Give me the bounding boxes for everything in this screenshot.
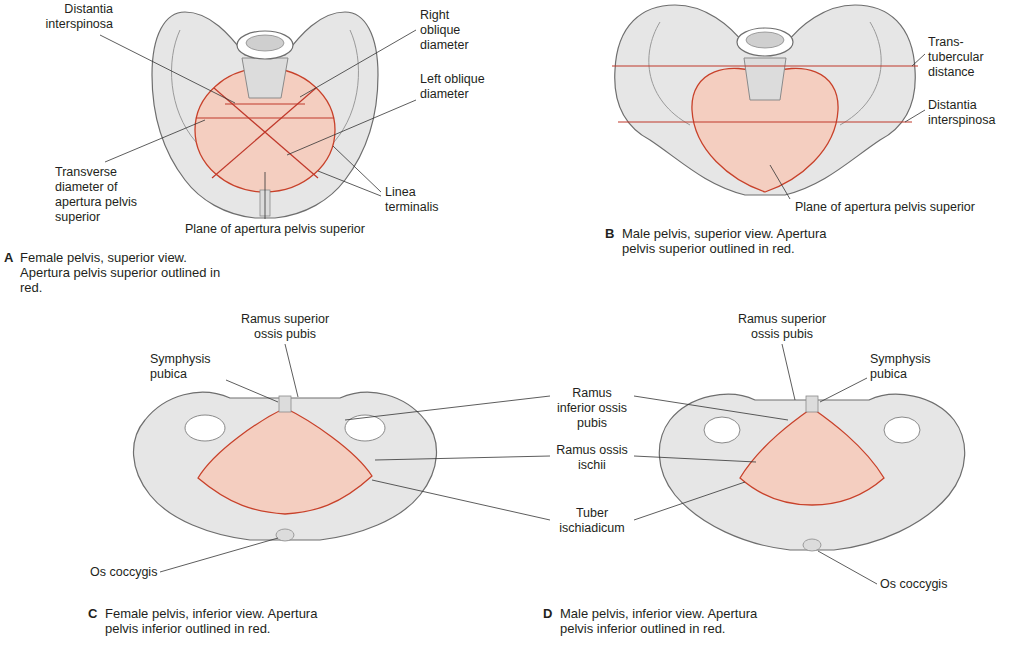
leader-line-part: [770, 165, 790, 199]
part-label: Plane of apertura pelvis superior: [795, 200, 1005, 215]
panel-caption: Male pelvis, superior view. Apertura pel…: [622, 226, 842, 256]
female-pelvis-superior-part: [214, 88, 318, 178]
panel-letter: C: [88, 606, 97, 621]
male-pelvis-inferior-part: [803, 539, 821, 551]
panel-caption: Female pelvis, inferior view. Apertura p…: [105, 606, 320, 636]
male-pelvis-superior: [612, 5, 918, 195]
leader-line-part: [265, 172, 266, 219]
part-label: Ramus inferior ossis pubis: [556, 386, 628, 431]
part-label: Ramus superior ossis pubis: [737, 312, 827, 342]
male-pelvis-inferior: [659, 394, 964, 551]
female-pelvis-inferior-part: [198, 408, 372, 514]
part-label: Ramus ossis ischii: [556, 443, 628, 473]
leader-line-part: [287, 100, 416, 155]
male-pelvis-superior-part: [649, 22, 690, 125]
part-label: Transverse diameter of apertura pelvis s…: [55, 165, 150, 225]
female-pelvis-superior-part: [246, 35, 284, 51]
male-pelvis-superior-part: [744, 58, 786, 100]
male-pelvis-inferior-part: [659, 394, 964, 550]
part-label: Left oblique diameter: [420, 72, 490, 102]
leader-line-part: [285, 344, 298, 397]
male-pelvis-inferior-part: [740, 408, 884, 505]
leader-line-part: [372, 480, 550, 520]
female-pelvis-superior: [152, 12, 378, 218]
leader-line-part: [318, 171, 381, 196]
part-label: Distantia interspinosa: [28, 2, 113, 32]
leader-line-part: [345, 396, 550, 420]
leader-line-part: [634, 482, 745, 520]
male-pelvis-inferior-part: [884, 417, 920, 443]
leader-line: [160, 344, 877, 584]
leader-line-part: [160, 538, 278, 572]
part-label: Ramus superior ossis pubis: [240, 312, 330, 342]
leader-line: [100, 30, 416, 219]
panel-letter: B: [605, 226, 614, 241]
male-pelvis-superior-part: [612, 65, 918, 66]
leader-line-part: [300, 30, 416, 97]
female-pelvis-superior-part: [242, 58, 288, 98]
leader-line-part: [818, 551, 877, 584]
female-pelvis-superior-part: [237, 31, 293, 59]
female-pelvis-superior-part: [225, 103, 305, 104]
female-pelvis-superior-part: [152, 12, 378, 218]
part-label: Right oblique diameter: [420, 8, 490, 53]
male-pelvis-superior-part: [615, 5, 916, 195]
female-pelvis-inferior-part: [276, 529, 294, 541]
male-pelvis-superior-part: [746, 32, 784, 48]
leader-line-part: [226, 380, 278, 402]
female-pelvis-inferior-part: [185, 415, 225, 441]
male-pelvis-superior-part: [618, 121, 912, 122]
part-label: Symphysis pubica: [150, 352, 230, 382]
female-pelvis-inferior-part: [279, 396, 291, 412]
female-pelvis-superior-part: [212, 88, 316, 178]
leader-line-part: [333, 146, 381, 192]
panel-letter: A: [4, 250, 13, 265]
leader-line-part: [634, 396, 788, 420]
leader-line-part: [820, 378, 867, 402]
leader-line-part: [100, 35, 235, 103]
leader-line-part: [105, 120, 205, 162]
part-label: Symphysis pubica: [870, 352, 950, 382]
leader-line-part: [375, 456, 550, 460]
male-pelvis-inferior-part: [806, 396, 818, 412]
part-label: Tuber ischiadicum: [556, 506, 628, 536]
part-label: Distantia interspinosa: [928, 98, 1006, 128]
panel-letter: D: [543, 606, 552, 621]
male-pelvis-inferior-part: [704, 417, 740, 443]
part-label: Os coccygis: [880, 577, 970, 592]
leader-line-part: [782, 344, 795, 400]
part-label: Os coccygis: [90, 565, 180, 580]
female-pelvis-superior-part: [334, 30, 358, 142]
leader-line-part: [912, 54, 925, 66]
female-pelvis-superior-part: [196, 117, 334, 118]
part-label: Linea terminalis: [385, 185, 457, 215]
male-pelvis-superior-part: [840, 22, 881, 125]
leader-line-part: [905, 110, 925, 122]
panel-caption: Male pelvis, inferior view. Apertura pel…: [560, 606, 785, 636]
leader-line-part: [634, 456, 756, 462]
leader-line: [770, 54, 925, 199]
male-pelvis-superior-part: [737, 28, 793, 56]
part-label: Trans-tubercular distance: [928, 35, 1003, 80]
part-label: Plane of apertura pelvis superior: [185, 222, 395, 237]
panel-caption: Female pelvis, superior view. Apertura p…: [20, 250, 235, 295]
